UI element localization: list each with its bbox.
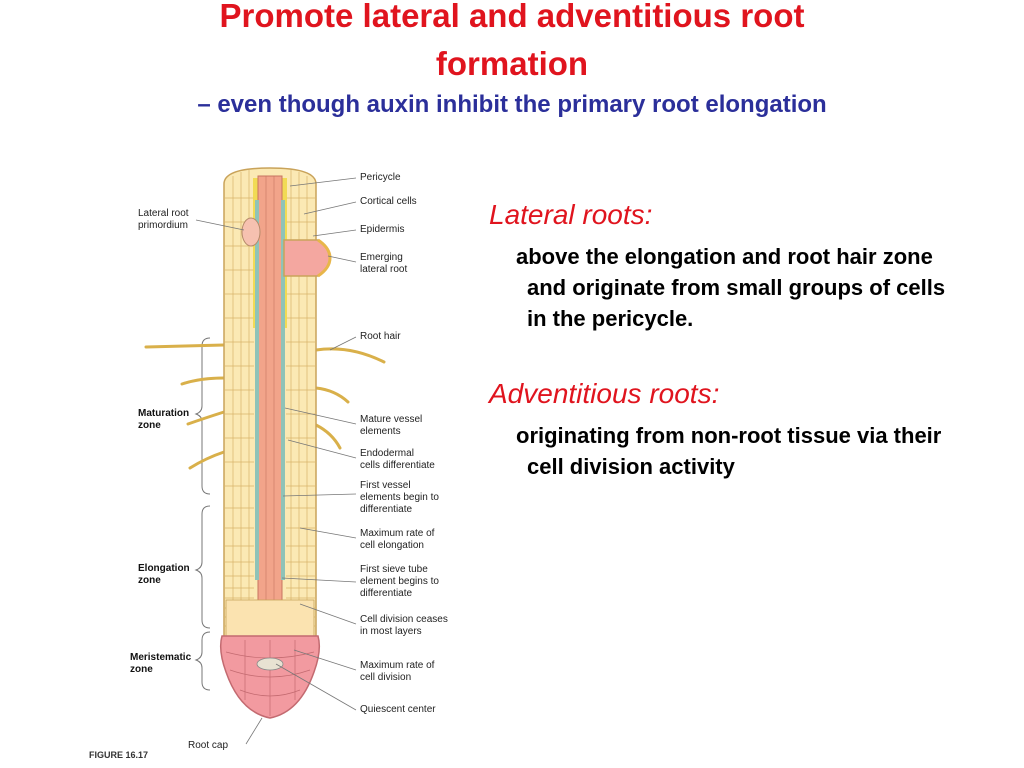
label-maturation-zone: Maturation zone [138, 408, 190, 431]
adventitious-roots-heading: Adventitious roots: [489, 378, 720, 409]
label-elongation-zone: Elongation zone [138, 563, 190, 586]
slide-subtitle: – even though auxin inhibit the primary … [197, 91, 827, 118]
adventitious-roots-text: originating from non-root tissue via the… [516, 423, 942, 479]
elongation-bracket [194, 505, 211, 629]
label-endodermal-cells: Endodermal cells differentiate [360, 448, 435, 471]
label-pericycle: Pericycle [360, 172, 401, 183]
leader-lines [195, 177, 357, 745]
label-max-cell-division: Maximum rate of cell division [360, 660, 435, 683]
label-first-vessel-elements: First vessel elements begin to different… [360, 480, 439, 515]
lateral-roots-heading: Lateral roots: [489, 199, 653, 230]
label-cell-division-ceases: Cell division ceases in most layers [360, 614, 448, 637]
label-mature-vessel-elements: Mature vessel elements [360, 414, 423, 437]
stele [257, 175, 283, 647]
root-hairs [144, 343, 386, 470]
label-root-hair: Root hair [360, 331, 401, 342]
maturation-bracket [194, 337, 211, 495]
label-meristematic-zone: Meristematic zone [130, 652, 192, 675]
label-cortical-cells: Cortical cells [360, 196, 417, 207]
lateral-roots-text: above the elongation and root hair zone … [516, 244, 946, 331]
cortex-cells [224, 170, 316, 640]
label-max-cell-elongation: Maximum rate of cell elongation [360, 528, 435, 551]
quiescent-center [256, 657, 284, 671]
vessel-strand-left [255, 200, 259, 580]
meristem-region [225, 599, 315, 641]
label-quiescent-center: Quiescent center [360, 704, 436, 715]
label-emerging-lateral-root: Emerging lateral root [360, 252, 408, 275]
figure-caption: FIGURE 16.17 [89, 750, 149, 760]
lateral-root-primordium [241, 217, 261, 247]
label-lateral-root-primordium: Lateral root primordium [138, 208, 189, 231]
stele-cells [265, 176, 275, 646]
label-first-sieve-tube: First sieve tube element begins to diffe… [360, 564, 439, 599]
label-root-cap: Root cap [188, 740, 229, 751]
zone-brackets [194, 337, 211, 691]
slide-title-line-1: Promote lateral and adventitious root [219, 0, 805, 34]
label-epidermis: Epidermis [360, 224, 405, 235]
meristematic-bracket [194, 631, 211, 691]
vessel-strand-right [281, 200, 285, 580]
slide-title-line-2: formation [435, 45, 589, 82]
